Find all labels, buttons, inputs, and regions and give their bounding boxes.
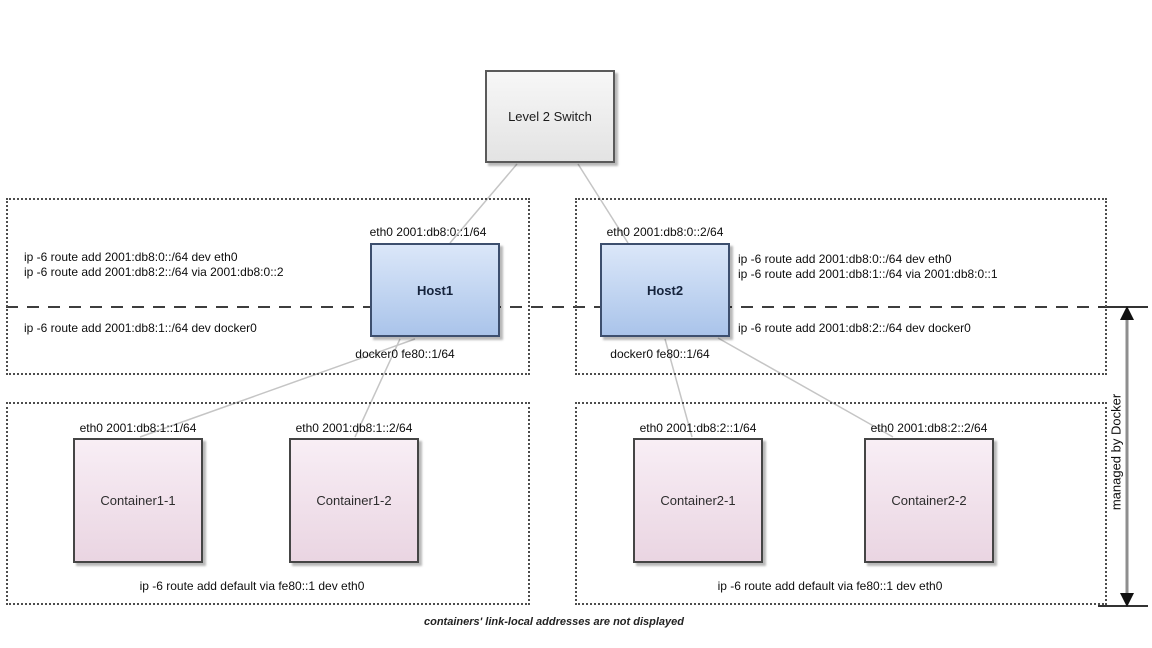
container2-1-label: Container2-1 (660, 493, 736, 508)
host1-node: Host1 (370, 243, 500, 337)
container1-1-label: Container1-1 (100, 493, 176, 508)
host1-docker-route: ip -6 route add 2001:db8:1::/64 dev dock… (24, 321, 257, 335)
group1-default-route-label: ip -6 route add default via fe80::1 dev … (139, 579, 365, 593)
host1-admin-route-2: ip -6 route add 2001:db8:2::/64 via 2001… (24, 265, 284, 279)
host2-node: Host2 (600, 243, 730, 337)
arrowhead-down-icon (1120, 593, 1134, 607)
switch-node: Level 2 Switch (485, 70, 615, 163)
host1-admin-routes: ip -6 route add 2001:db8:0::/64 dev eth0… (24, 250, 284, 280)
host2-eth0-label: eth0 2001:db8:0::2/64 (606, 225, 724, 239)
host1-containers-zone (6, 402, 530, 605)
host1-label: Host1 (416, 282, 454, 298)
host1-admin-route-1: ip -6 route add 2001:db8:0::/64 dev eth0 (24, 250, 238, 264)
container1-2-label: Container1-2 (316, 493, 392, 508)
switch-label: Level 2 Switch (508, 109, 592, 124)
host2-admin-route-1: ip -6 route add 2001:db8:0::/64 dev eth0 (738, 252, 952, 266)
host1-docker0-label: docker0 fe80::1/64 (355, 347, 455, 361)
host2-label: Host2 (646, 282, 684, 298)
group2-default-route-label: ip -6 route add default via fe80::1 dev … (717, 579, 943, 593)
container1-1-node: Container1-1 (73, 438, 203, 563)
container2-2-node: Container2-2 (864, 438, 994, 563)
container2-1-eth0-label: eth0 2001:db8:2::1/64 (639, 421, 757, 435)
host2-admin-routes: ip -6 route add 2001:db8:0::/64 dev eth0… (738, 252, 998, 282)
host2-docker-route: ip -6 route add 2001:db8:2::/64 dev dock… (738, 321, 971, 335)
host2-admin-route-2: ip -6 route add 2001:db8:1::/64 via 2001… (738, 267, 998, 281)
container2-2-eth0-label: eth0 2001:db8:2::2/64 (870, 421, 988, 435)
container1-2-eth0-label: eth0 2001:db8:1::2/64 (295, 421, 413, 435)
container1-1-eth0-label: eth0 2001:db8:1::1/64 (79, 421, 197, 435)
host2-containers-zone (575, 402, 1107, 605)
container2-2-label: Container2-2 (891, 493, 967, 508)
arrowhead-up-icon (1120, 306, 1134, 320)
managed-by-docker-label: managed by Docker (1108, 393, 1124, 511)
host2-docker0-label: docker0 fe80::1/64 (610, 347, 710, 361)
host1-admin-zone (6, 198, 530, 375)
host2-admin-zone (575, 198, 1107, 375)
container1-2-node: Container1-2 (289, 438, 419, 563)
host1-eth0-label: eth0 2001:db8:0::1/64 (369, 225, 487, 239)
footnote: containers' link-local addresses are not… (424, 616, 684, 628)
container2-1-node: Container2-1 (633, 438, 763, 563)
